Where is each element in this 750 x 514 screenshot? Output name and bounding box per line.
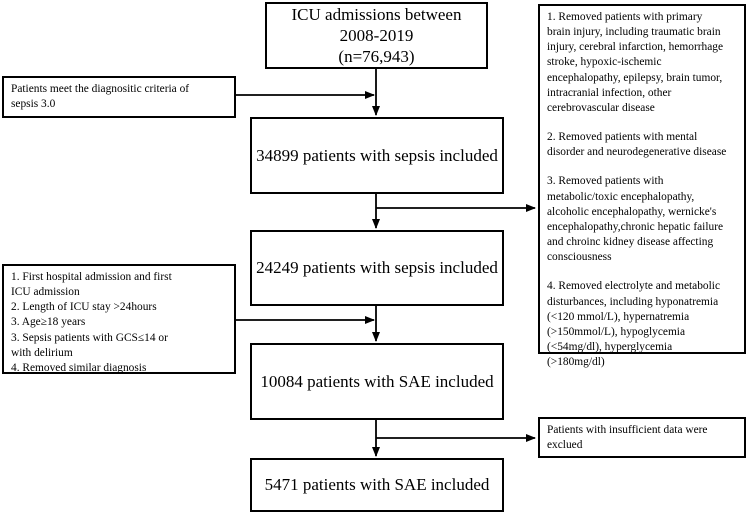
inclusion-line-1: 1. First hospital admission and first [11, 271, 172, 283]
exclusion-3-line-6: consciousness [547, 251, 612, 264]
admissions-line-2: 2008-2019 [339, 25, 414, 45]
exclusion-3-line-3: alcoholic encephalopathy, wernicke's [547, 205, 717, 218]
inclusion-line-3: 2. Length of ICU stay >24hours [11, 301, 157, 314]
exclusion-3-line-4: encephalopathy,chronic hepatic failure [547, 220, 724, 233]
sae-final-label: 5471 patients with SAE included [264, 475, 490, 495]
exclusion-4-line-1: 4. Removed electrolyte and metabolic [547, 280, 721, 293]
admissions-line-1: ICU admissions between [291, 4, 462, 24]
exclusion-4-line-6: (>180mg/dl) [547, 356, 605, 369]
admissions-box: ICU admissions between 2008-2019 (n=76,9… [265, 2, 488, 69]
criteria-line-2: sepsis 3.0 [11, 98, 56, 111]
sepsis-included-label: 34899 patients with sepsis included [256, 145, 498, 165]
exclusion-2-line-1: 2. Removed patients with mental [547, 131, 698, 144]
insufficient-data-box: Patients with insufficient data were exc… [538, 417, 746, 458]
sae-included-label: 10084 patients with SAE included [260, 371, 494, 391]
admissions-line-3: (n=76,943) [338, 47, 415, 67]
inclusion-line-2: ICU admission [11, 286, 80, 299]
sepsis-included-2-label: 24249 patients with sepsis included [256, 258, 498, 278]
inclusion-line-4: 3. Age≥18 years [11, 316, 86, 329]
sepsis-included-box: 34899 patients with sepsis included [250, 117, 504, 194]
exclusion-4-line-2: disturbances, including hyponatremia [547, 295, 719, 308]
exclusion-1-line-5: encephalopathy, epilepsy, brain tumor, [547, 71, 723, 84]
insufficient-line-2: exclued [547, 439, 583, 452]
inclusion-line-7: 4. Removed similar diagnosis [11, 361, 147, 374]
exclusion-1-line-6: intracranial infection, other [547, 86, 672, 99]
exclusion-1-line-7: cerebrovascular disease [547, 101, 655, 114]
exclusion-4-line-3: (<120 mmol/L), hypernatremia [547, 310, 690, 323]
exclusion-1-line-4: stroke, hypoxic-ischemic [547, 56, 662, 69]
inclusion-box: 1. First hospital admission and first IC… [2, 264, 236, 374]
exclusion-1-line-3: injury, cerebral infarction, hemorrhage [547, 41, 724, 54]
exclusion-3-line-2: metabolic/toxic encephalopathy, [547, 190, 695, 203]
exclusion-1-line-2: brain injury, including traumatic brain [547, 26, 721, 39]
exclusion-1-line-1: 1. Removed patients with primary [547, 11, 703, 23]
inclusion-line-5: 3. Sepsis patients with GCS≤14 or [11, 331, 168, 344]
sae-final-box: 5471 patients with SAE included [250, 458, 504, 512]
insufficient-line-1: Patients with insufficient data were [547, 424, 708, 436]
sepsis-included-2-box: 24249 patients with sepsis included [250, 230, 504, 306]
exclusion-3-line-5: and chroinc kidney disease affecting [547, 236, 714, 249]
exclusion-criteria-box: 1. Removed patients with primary brain i… [538, 4, 746, 368]
exclusion-4-line-4: (>150mmol/L), hypoglycemia [547, 325, 686, 338]
criteria-line-1: Patients meet the diagnositic criteria o… [11, 83, 190, 95]
sae-included-box: 10084 patients with SAE included [250, 343, 504, 420]
exclusion-3-line-1: 3. Removed patients with [547, 175, 664, 188]
exclusion-4-line-5: (<54mg/dl), hyperglycemia [547, 340, 673, 353]
exclusion-2-line-2: disorder and neurodegenerative disease [547, 146, 727, 159]
criteria-box: Patients meet the diagnositic criteria o… [2, 76, 236, 118]
inclusion-line-6: with delirium [11, 346, 73, 359]
